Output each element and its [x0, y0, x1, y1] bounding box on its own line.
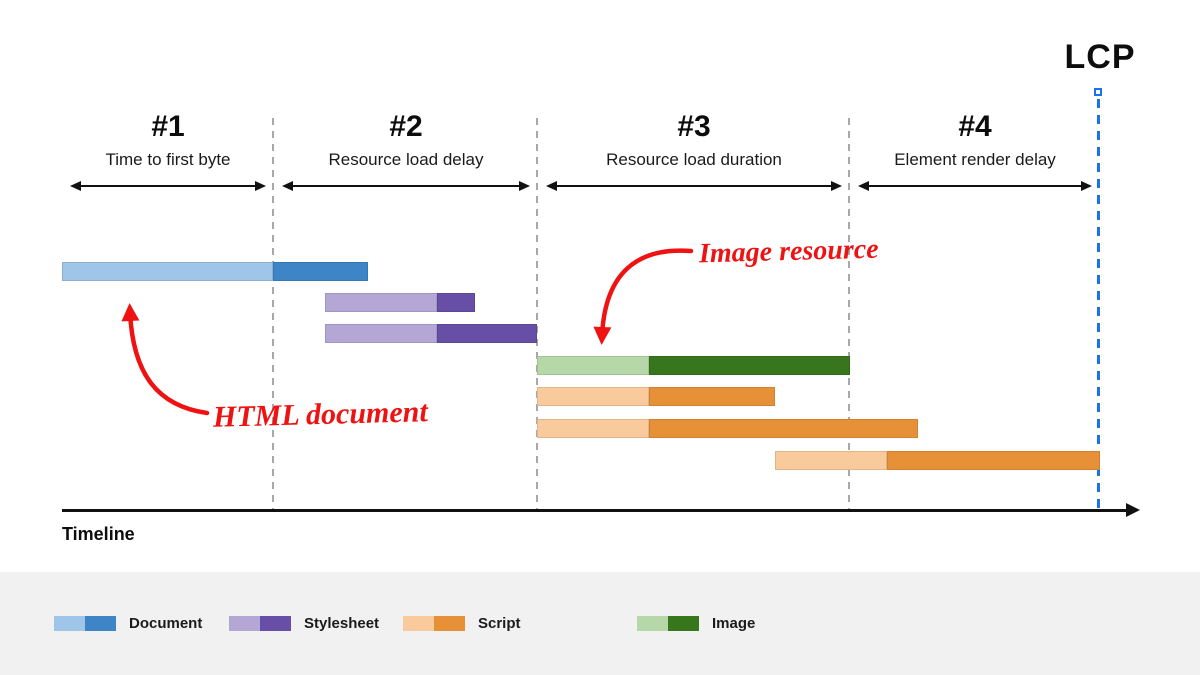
arrow-right-head-icon — [255, 181, 266, 191]
phase-divider-2 — [536, 118, 538, 511]
script-bar-segment-dark — [887, 451, 1100, 470]
arrow-line — [81, 184, 255, 188]
image-bar-segment-dark — [649, 356, 850, 375]
image-bar-segment-light — [537, 356, 649, 375]
phase-1-number: #1 — [151, 110, 185, 143]
legend-label: Stylesheet — [304, 615, 380, 632]
legend-label: Document — [129, 615, 203, 632]
arrow-right-head-icon — [1081, 181, 1092, 191]
arrow-left-head-icon — [282, 181, 293, 191]
phase-1-name: Time to first byte — [105, 150, 231, 169]
stylesheet-bar-segment-light — [325, 293, 437, 312]
arrow-left-head-icon — [70, 181, 81, 191]
legend-label: Image — [712, 615, 756, 632]
html-document-arrow-icon — [121, 303, 210, 416]
phase-4-number: #4 — [958, 110, 992, 143]
phase-4-header: #4 Element render delay — [850, 110, 1100, 200]
arrow-line — [557, 184, 831, 188]
legend-band — [0, 572, 1200, 675]
image-dark-swatch-icon — [668, 616, 699, 631]
phase-4-range-arrow-icon — [858, 180, 1092, 192]
stylesheet-light-swatch-icon — [229, 616, 260, 631]
phase-4-name: Element render delay — [894, 150, 1056, 169]
script-light-swatch-icon — [403, 616, 434, 631]
script-bar-segment-light — [537, 387, 649, 406]
phase-2-number: #2 — [389, 110, 423, 143]
stylesheet-bar-segment-light — [325, 324, 437, 343]
annotation-html-document: HTML document — [212, 395, 429, 434]
arrow-line — [293, 184, 519, 188]
stylesheet-dark-swatch-icon — [260, 616, 291, 631]
script-bar-segment-dark — [649, 387, 775, 406]
legend-item-document: Document — [54, 615, 202, 632]
document-light-swatch-icon — [54, 616, 85, 631]
phase-3-name: Resource load duration — [606, 150, 782, 169]
script-bar-segment-dark — [649, 419, 918, 438]
arrow-right-head-icon — [831, 181, 842, 191]
phase-2-range-arrow-icon — [282, 180, 530, 192]
arrow-right-head-icon — [519, 181, 530, 191]
timeline-axis — [62, 509, 1128, 512]
phase-1-range-arrow-icon — [70, 180, 266, 192]
phase-1-header: #1 Time to first byte — [62, 110, 274, 200]
document-bar-segment-dark — [273, 262, 368, 281]
timeline-label: Timeline — [62, 524, 135, 544]
stylesheet-bar-segment-dark — [437, 324, 537, 343]
legend-item-image: Image — [637, 615, 755, 632]
lcp-label: LCP — [1064, 38, 1136, 76]
script-dark-swatch-icon — [434, 616, 465, 631]
stylesheet-bar-segment-dark — [437, 293, 475, 312]
lcp-marker-icon — [1094, 88, 1102, 96]
image-resource-arrow-icon — [593, 248, 694, 345]
arrow-left-head-icon — [858, 181, 869, 191]
phase-3-range-arrow-icon — [546, 180, 842, 192]
script-bar-segment-light — [537, 419, 649, 438]
phase-3-header: #3 Resource load duration — [538, 110, 850, 200]
phase-3-number: #3 — [677, 110, 711, 143]
timeline-axis-arrowhead-icon — [1126, 503, 1140, 517]
legend-label: Script — [478, 615, 521, 632]
lcp-dashed-line — [1097, 99, 1100, 511]
document-dark-swatch-icon — [85, 616, 116, 631]
arrow-line — [869, 184, 1081, 188]
document-bar-segment-light — [62, 262, 273, 281]
annotation-image-resource: Image resource — [698, 233, 880, 270]
phase-divider-3 — [848, 118, 850, 511]
arrow-left-head-icon — [546, 181, 557, 191]
image-light-swatch-icon — [637, 616, 668, 631]
script-bar-segment-light — [775, 451, 887, 470]
phase-2-header: #2 Resource load delay — [274, 110, 538, 200]
legend-item-stylesheet: Stylesheet — [229, 615, 379, 632]
phase-2-name: Resource load delay — [328, 150, 484, 169]
legend-item-script: Script — [403, 615, 521, 632]
phase-divider-1 — [272, 118, 274, 511]
